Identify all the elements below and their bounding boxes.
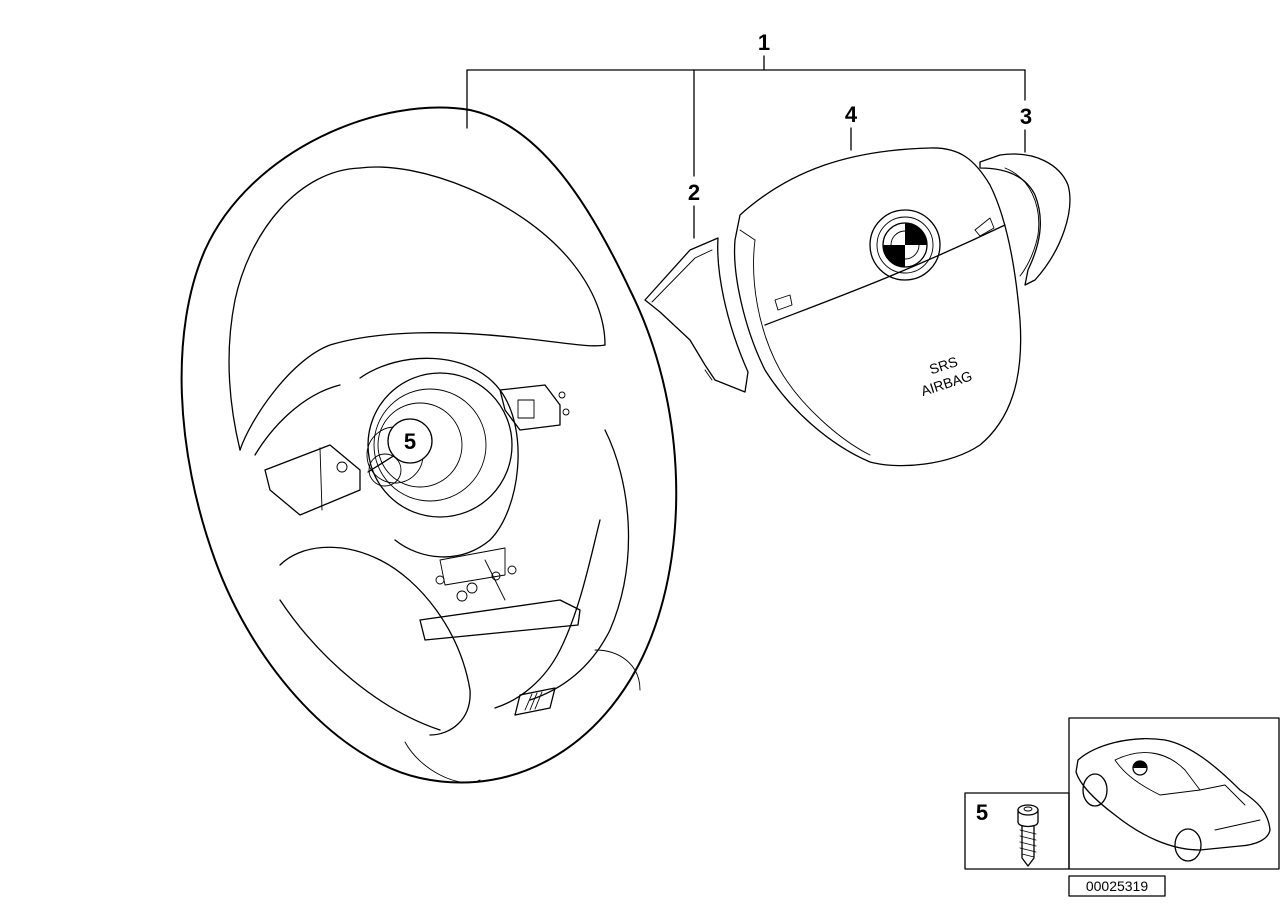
steering-wheel xyxy=(180,106,678,784)
trim-cover-right xyxy=(979,153,1071,286)
part-number: 00025319 xyxy=(1086,878,1149,894)
m-badge-icon xyxy=(514,687,556,716)
callout-5-bubble: 5 xyxy=(367,418,433,473)
callout-3: 3 xyxy=(1020,104,1032,129)
callout-5-inset: 5 xyxy=(976,800,988,825)
horn-icon-left xyxy=(774,294,793,311)
callout-5-wheel: 5 xyxy=(404,429,416,454)
callout-1: 1 xyxy=(758,30,770,55)
callout-4: 4 xyxy=(845,102,858,127)
trim-cover-left xyxy=(644,237,749,393)
callout-2: 2 xyxy=(688,180,700,205)
brand-logo-icon xyxy=(882,222,928,268)
airbag-module: SRS AIRBAG xyxy=(733,147,1022,467)
callout-bracket-1 xyxy=(466,55,1026,177)
screw-inset: 5 xyxy=(964,792,1070,870)
screw-icon xyxy=(1017,804,1039,867)
car-icon xyxy=(1075,738,1271,862)
vehicle-locator-inset xyxy=(1068,717,1280,870)
horn-icon-right xyxy=(974,217,995,237)
part-number-box: 00025319 xyxy=(1068,875,1166,897)
